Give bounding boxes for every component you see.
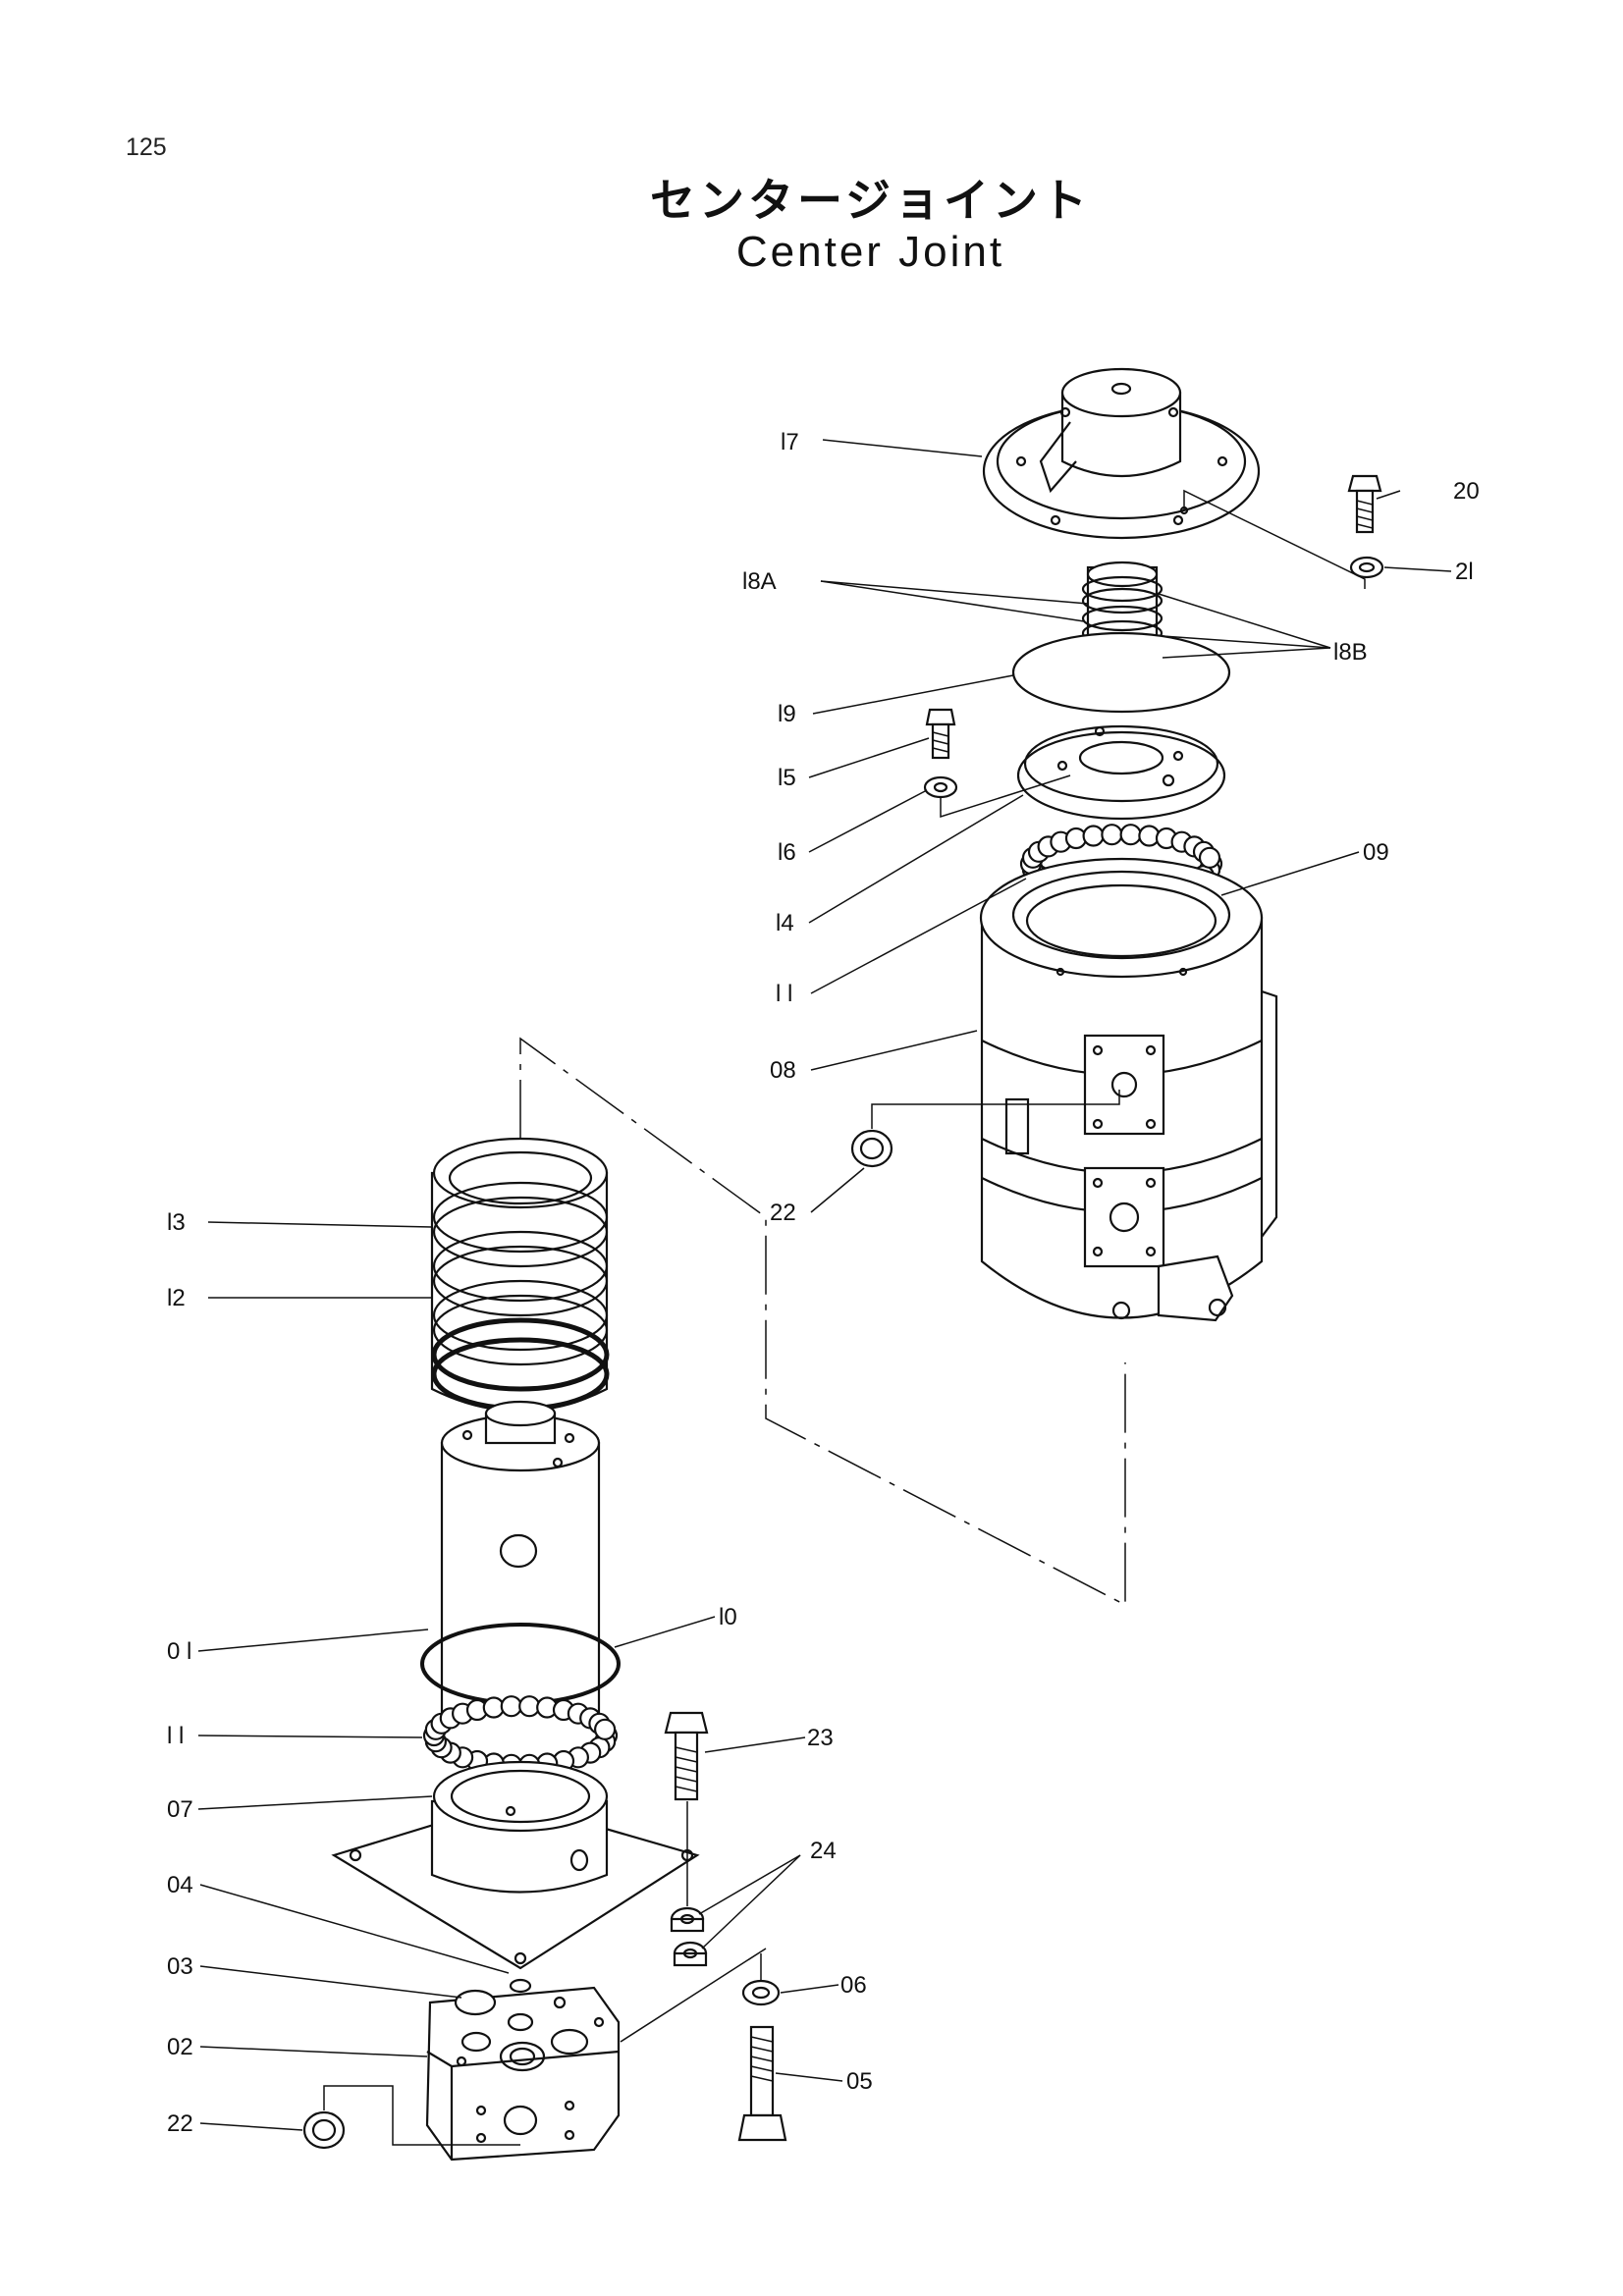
label-part-13: l3 (167, 1209, 186, 1236)
label-part-20: 20 (1453, 478, 1480, 505)
bearing-ball (1119, 824, 1142, 846)
part-17-cover (982, 367, 1261, 540)
label-part-19: l9 (778, 701, 796, 727)
label-part-16: l6 (778, 839, 796, 866)
label-part-22-lower: 22 (167, 2110, 193, 2137)
page-title-english: Center Joint (735, 228, 1005, 276)
part-21-washer (1349, 556, 1384, 579)
label-part-21: 2l (1455, 559, 1474, 585)
label-part-23: 23 (807, 1725, 834, 1751)
label-part-03: 03 (167, 1953, 193, 1980)
label-part-04: 04 (167, 1872, 193, 1898)
label-part-22-upper: 22 (770, 1200, 796, 1226)
label-part-11-lower: l l (167, 1723, 184, 1749)
part-23-bolt (664, 1711, 709, 1801)
bearing-ball (500, 1695, 522, 1718)
part-07-flange (331, 1760, 700, 1970)
part-14-plate (1016, 724, 1226, 821)
label-part-17: l7 (781, 429, 799, 455)
part-15-bolt (925, 708, 956, 760)
label-part-24: 24 (810, 1838, 837, 1864)
leader-lines (197, 439, 1452, 2146)
bearing-ball (1101, 824, 1123, 846)
page-title-japanese: センタージョイント (649, 174, 1092, 227)
label-part-12: l2 (167, 1285, 186, 1311)
bearing-ball (593, 1718, 617, 1740)
label-part-09: 09 (1363, 839, 1389, 866)
label-part-11-upper: l l (776, 981, 792, 1007)
label-part-18A: l8A (742, 568, 777, 595)
part-22-plug-upper (850, 1129, 893, 1168)
part-06-washer (741, 1979, 781, 2006)
page-number: 125 (126, 133, 167, 161)
label-part-06: 06 (840, 1972, 867, 1999)
label-part-14: l4 (776, 910, 794, 936)
part-05-bolt (737, 2025, 787, 2142)
label-part-01: 0 l (167, 1638, 191, 1665)
part-16-washer (923, 775, 958, 799)
bearing-ball (1198, 846, 1221, 869)
part-22-plug-lower (302, 2110, 346, 2150)
part-20-bolt (1347, 474, 1382, 534)
part-24-nuts (670, 1906, 708, 1967)
label-part-05: 05 (846, 2068, 873, 2095)
part-19-plate (1011, 631, 1231, 714)
label-part-15: l5 (778, 765, 796, 791)
label-part-18B: l8B (1333, 639, 1368, 666)
label-part-08: 08 (770, 1057, 796, 1084)
part-08-body (979, 857, 1278, 1322)
label-part-07: 07 (167, 1796, 193, 1823)
label-part-02: 02 (167, 2034, 193, 2060)
part-12-13-seal-rings (430, 1137, 610, 1413)
bearing-ball (1082, 825, 1105, 847)
part-02-block (425, 1978, 621, 2162)
label-part-10: l0 (719, 1604, 737, 1630)
part-labels: l7 20 2l l8A l8B l9 l5 l6 l4 09 l l 08 2… (167, 429, 1480, 2137)
